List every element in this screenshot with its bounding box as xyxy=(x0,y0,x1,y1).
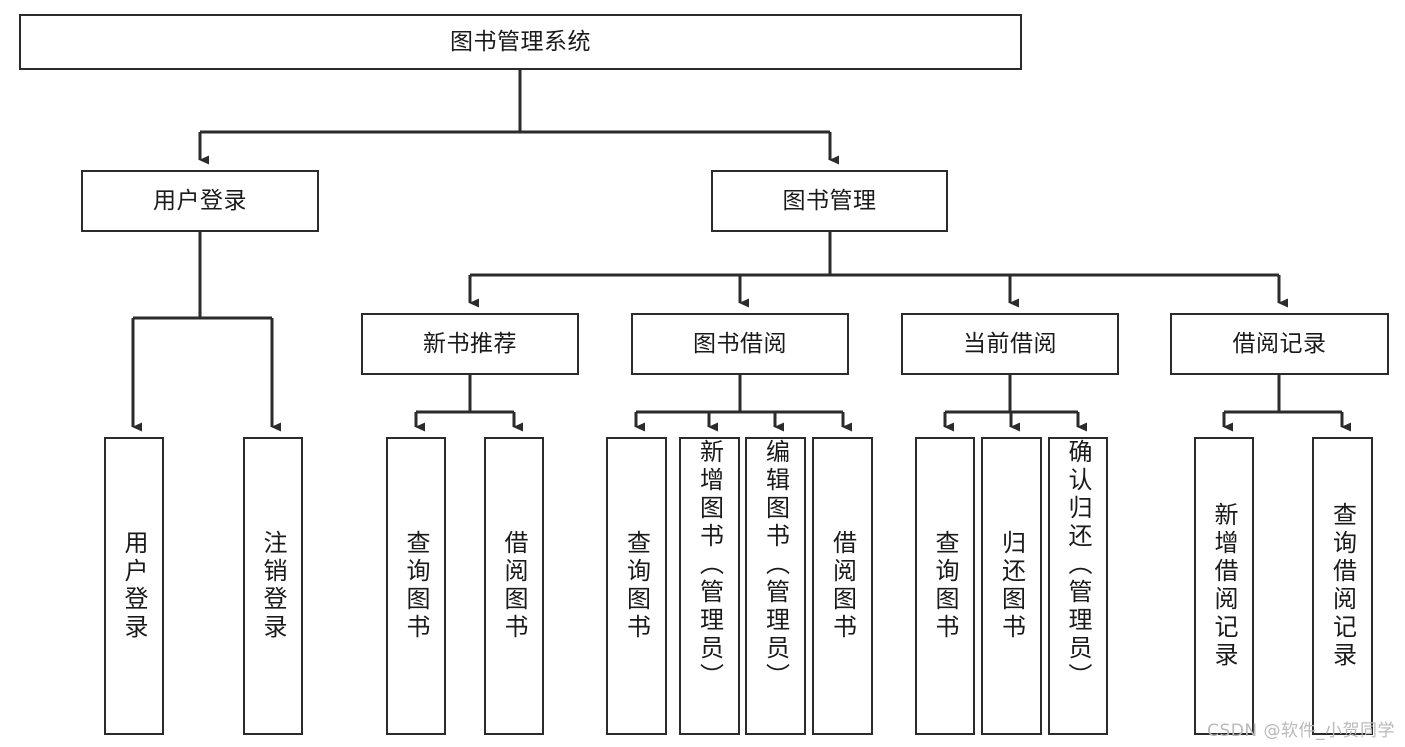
watermark-text: CSDN @软件_小贺同学 xyxy=(1207,721,1395,741)
node-leaf-query-book-b[interactable]: 查询图书 xyxy=(606,437,667,735)
node-leaf-add-record-label: 新增借阅记录 xyxy=(1210,502,1238,670)
node-borrow-record-label: 借阅记录 xyxy=(1232,330,1327,357)
node-user-login[interactable]: 用户登录 xyxy=(81,170,319,232)
node-new-book-rec-label: 新书推荐 xyxy=(423,330,517,357)
node-book-borrow[interactable]: 图书借阅 xyxy=(631,313,849,375)
node-root-label: 图书管理系统 xyxy=(450,28,591,55)
node-leaf-borrow-book-b-label: 借阅图书 xyxy=(828,530,857,642)
node-current-borrow[interactable]: 当前借阅 xyxy=(901,313,1119,375)
node-book-manage-label: 图书管理 xyxy=(782,187,877,214)
node-leaf-add-book[interactable]: 新增图书（管理员） xyxy=(679,437,740,735)
node-leaf-add-book-label: 新增图书（管理员） xyxy=(695,439,724,691)
node-leaf-return-book[interactable]: 归还图书 xyxy=(981,437,1042,735)
node-leaf-edit-book[interactable]: 编辑图书（管理员） xyxy=(745,437,806,735)
node-leaf-query-book-b-label: 查询图书 xyxy=(622,530,651,642)
node-leaf-query-record[interactable]: 查询借阅记录 xyxy=(1312,437,1373,735)
node-user-login-label: 用户登录 xyxy=(153,187,247,214)
node-leaf-edit-book-label: 编辑图书（管理员） xyxy=(761,439,790,691)
node-leaf-return-book-label: 归还图书 xyxy=(997,530,1026,642)
node-leaf-query-record-label: 查询借阅记录 xyxy=(1328,502,1357,670)
node-leaf-add-record[interactable]: 新增借阅记录 xyxy=(1194,437,1254,735)
node-leaf-logout[interactable]: 注销登录 xyxy=(243,437,303,735)
node-leaf-borrow-book-rec-label: 借阅图书 xyxy=(500,530,528,642)
node-leaf-confirm-return[interactable]: 确认归还（管理员） xyxy=(1048,437,1108,735)
node-leaf-query-book-c[interactable]: 查询图书 xyxy=(915,437,975,735)
node-book-manage[interactable]: 图书管理 xyxy=(711,170,948,232)
node-leaf-confirm-return-label: 确认归还（管理员） xyxy=(1064,439,1092,691)
node-leaf-query-book-rec[interactable]: 查询图书 xyxy=(386,437,446,735)
node-leaf-borrow-book-b[interactable]: 借阅图书 xyxy=(812,437,873,735)
node-book-borrow-label: 图书借阅 xyxy=(693,330,787,357)
node-root[interactable]: 图书管理系统 xyxy=(19,14,1022,70)
node-leaf-user-login-label: 用户登录 xyxy=(120,530,148,642)
node-borrow-record[interactable]: 借阅记录 xyxy=(1170,313,1389,375)
node-leaf-borrow-book-rec[interactable]: 借阅图书 xyxy=(484,437,544,735)
node-new-book-rec[interactable]: 新书推荐 xyxy=(361,313,579,375)
node-leaf-query-book-c-label: 查询图书 xyxy=(931,530,959,642)
node-leaf-logout-label: 注销登录 xyxy=(259,530,287,642)
node-leaf-user-login[interactable]: 用户登录 xyxy=(104,437,164,735)
node-current-borrow-label: 当前借阅 xyxy=(963,330,1057,357)
node-leaf-query-book-rec-label: 查询图书 xyxy=(402,530,430,642)
